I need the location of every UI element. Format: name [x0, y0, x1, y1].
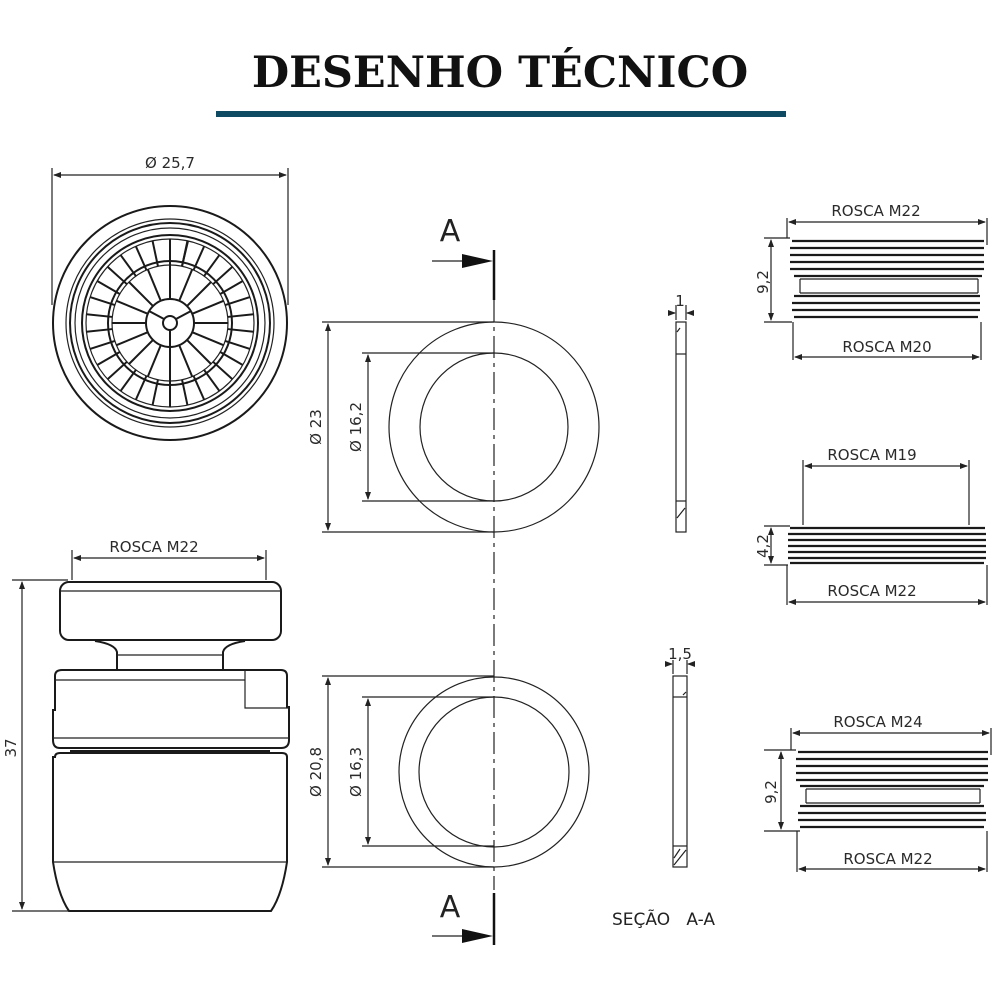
section-line: A A [432, 214, 496, 945]
adapter-2-bottom-thread: ROSCA M22 [827, 582, 916, 600]
top-view: Ø 25,7 [51, 154, 289, 441]
section-caption: SEÇÃO A-A [612, 908, 715, 930]
adapter-1-top-thread: ROSCA M22 [831, 202, 920, 220]
outer-slots [86, 239, 254, 407]
adapter-2: ROSCA M19 4,2 ROSCA M22 [754, 446, 988, 605]
page-title: DESENHO TÉCNICO [251, 48, 749, 98]
washer-1-outer-diameter: Ø 23 [307, 409, 325, 445]
washer-1-front: Ø 23 Ø 16,2 [307, 321, 600, 533]
washer-2-front: Ø 20,8 Ø 16,3 [307, 675, 590, 868]
height-37-label: 37 [2, 738, 20, 757]
adapter-2-height: 4,2 [754, 534, 772, 558]
center-tri-spoke [148, 310, 192, 347]
washer-2-inner-diameter: Ø 16,3 [347, 747, 365, 797]
washer-2-section: 1,5 [665, 645, 695, 868]
diameter-25-7-label: Ø 25,7 [145, 154, 195, 172]
washer-2-thickness: 1,5 [668, 645, 692, 663]
side-thread-label: ROSCA M22 [109, 538, 198, 556]
adapter-1: ROSCA M22 9,2 ROSCA M20 [754, 202, 988, 360]
adapter-3-top-thread: ROSCA M24 [833, 713, 922, 731]
adapter-3-bottom-thread: ROSCA M22 [843, 850, 932, 868]
adapter-1-height: 9,2 [754, 270, 772, 294]
washer-1-section: 1 [668, 292, 694, 533]
washer-1-inner-diameter: Ø 16,2 [347, 402, 365, 452]
section-marker-bottom: A [440, 890, 461, 925]
side-view: ROSCA M22 37 [2, 538, 290, 912]
adapter-1-bottom-thread: ROSCA M20 [842, 338, 931, 356]
adapter-3: ROSCA M24 9,2 ROSCA M22 [762, 713, 992, 872]
section-marker-top: A [440, 214, 461, 249]
adapter-3-height: 9,2 [762, 780, 780, 804]
title-underline [216, 111, 786, 117]
inner-spokes [112, 265, 228, 381]
washer-1-thickness: 1 [675, 292, 685, 310]
adapter-2-top-thread: ROSCA M19 [827, 446, 916, 464]
washer-2-outer-diameter: Ø 20,8 [307, 747, 325, 797]
